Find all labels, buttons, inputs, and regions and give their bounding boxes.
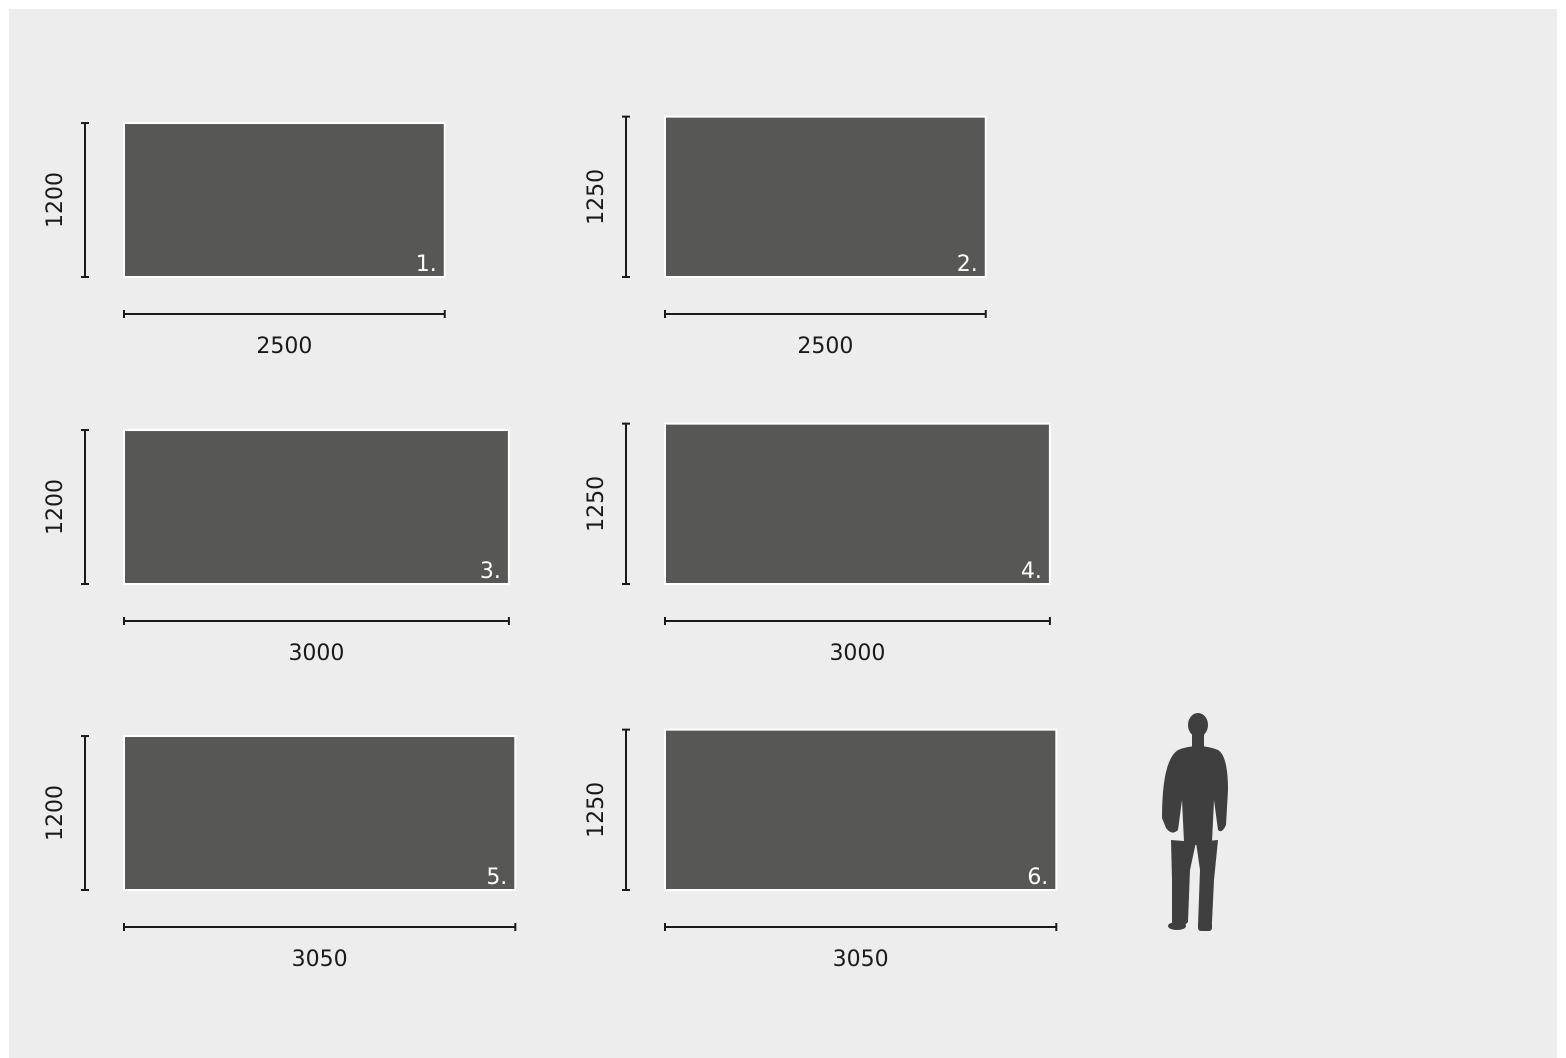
panel-number-4: 4. (1021, 559, 1042, 584)
panel-group-1: 1200 1. 2500 (43, 122, 446, 359)
human-silhouette-icon (1162, 713, 1228, 931)
panel-number-3: 3. (480, 559, 501, 584)
panel-group-6: 1250 6. 3050 (584, 728, 1058, 972)
silhouette-torso (1162, 746, 1228, 845)
panel-rect-5 (123, 735, 517, 891)
panel-number-6: 6. (1027, 865, 1048, 890)
height-label-1: 1200 (43, 172, 68, 228)
silhouette-left-leg (1171, 840, 1196, 926)
width-label-3: 3000 (288, 641, 344, 666)
silhouette-left-foot (1168, 922, 1186, 930)
panel-number-2: 2. (957, 252, 978, 277)
height-label-6: 1250 (584, 782, 609, 838)
height-label-2: 1250 (584, 169, 609, 225)
width-label-4: 3000 (829, 641, 885, 666)
silhouette-neck (1192, 734, 1204, 748)
silhouette-head (1188, 713, 1208, 737)
panel-rect-1 (123, 122, 446, 279)
panel-group-4: 1250 4. 3000 (584, 422, 1051, 666)
panel-rect-2 (664, 115, 987, 278)
panel-rect-6 (664, 728, 1058, 891)
panel-group-3: 1200 3. 3000 (43, 429, 510, 666)
width-label-1: 2500 (256, 334, 312, 359)
panel-rect-4 (664, 422, 1051, 585)
panel-group-2: 1250 2. 2500 (584, 115, 987, 359)
silhouette-right-leg (1196, 840, 1218, 926)
panel-group-5: 1200 5. 3050 (43, 735, 517, 972)
panel-number-1: 1. (416, 252, 437, 277)
width-label-2: 2500 (797, 334, 853, 359)
height-label-4: 1250 (584, 476, 609, 532)
height-label-3: 1200 (43, 479, 68, 535)
panel-number-5: 5. (486, 865, 507, 890)
width-label-6: 3050 (833, 947, 889, 972)
panel-rect-3 (123, 429, 510, 586)
width-label-5: 3050 (292, 947, 348, 972)
height-label-5: 1200 (43, 785, 68, 841)
silhouette-right-foot (1198, 921, 1212, 931)
